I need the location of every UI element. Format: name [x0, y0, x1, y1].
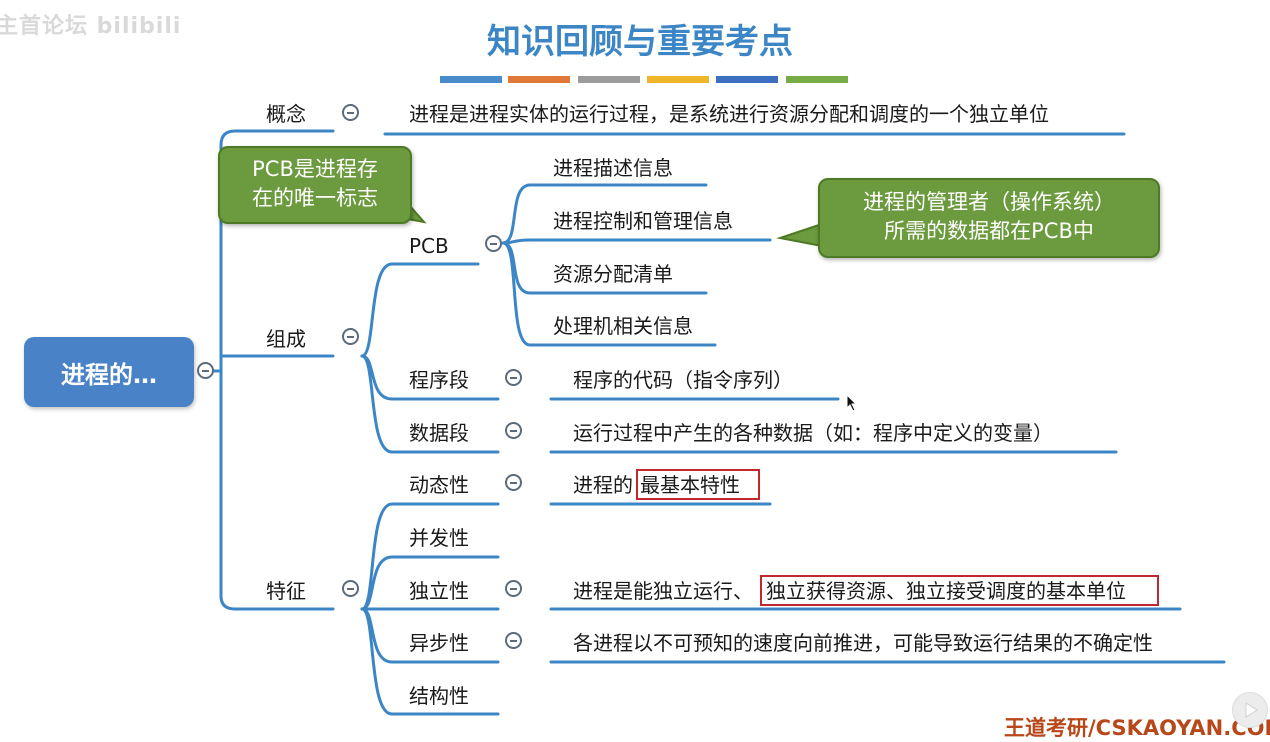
concept-label: 概念: [266, 102, 306, 126]
collapse-independence-icon[interactable]: [505, 580, 522, 597]
concurrency-label: 并发性: [409, 526, 469, 550]
collapse-features-icon[interactable]: [342, 580, 359, 597]
callout-pcb-flag-line2: 在的唯一标志: [252, 186, 378, 210]
collapse-dynamic-icon[interactable]: [505, 474, 522, 491]
title-bar-5: [716, 76, 778, 83]
data-label: 数据段: [409, 421, 469, 445]
callout-pcb-flag-line1: PCB是进程存: [252, 157, 378, 181]
independence-desc-highlight: 独立获得资源、独立接受调度的基本单位: [766, 579, 1126, 603]
features-label: 特征: [266, 579, 306, 603]
collapse-async-icon[interactable]: [505, 632, 522, 649]
collapse-program-icon[interactable]: [505, 369, 522, 386]
composition-label: 组成: [266, 327, 306, 351]
title-bar-1: [440, 76, 502, 83]
callout-os-data: 进程的管理者（操作系统） 所需的数据都在PCB中: [818, 178, 1160, 258]
root-node[interactable]: 进程的…: [24, 337, 194, 407]
collapse-data-icon[interactable]: [505, 422, 522, 439]
title-bar-2: [508, 76, 570, 83]
title-bar-4: [647, 76, 709, 83]
highlight-box-dynamic: [636, 469, 760, 500]
callout-os-data-line2: 所需的数据都在PCB中: [884, 219, 1094, 243]
callout-pointer-os: [776, 222, 823, 248]
callout-pcb-flag: PCB是进程存 在的唯一标志: [218, 146, 412, 224]
collapse-concept-icon[interactable]: [342, 104, 359, 121]
independence-desc-prefix: 进程是能独立运行、: [573, 579, 753, 603]
watermark: 主首论坛 bilibili: [0, 14, 182, 39]
collapse-root-icon[interactable]: [197, 362, 214, 379]
play-icon[interactable]: [1232, 692, 1268, 728]
dynamic-desc-highlight: 最基本特性: [640, 473, 740, 497]
mouse-cursor-icon: [846, 394, 858, 412]
pcb-item-1: 进程描述信息: [553, 156, 673, 180]
footer-brand: 王道考研/CSKAOYAN.COM: [1004, 716, 1270, 740]
pcb-label: PCB: [409, 234, 449, 258]
program-desc: 程序的代码（指令序列）: [573, 368, 793, 392]
collapse-pcb-icon[interactable]: [485, 235, 502, 252]
pcb-item-3: 资源分配清单: [553, 262, 673, 286]
highlight-box-independence: [760, 575, 1159, 606]
async-label: 异步性: [409, 631, 469, 655]
concept-desc: 进程是进程实体的运行过程，是系统进行资源分配和调度的一个独立单位: [409, 102, 1049, 126]
title-bar-6: [786, 76, 848, 83]
data-desc: 运行过程中产生的各种数据（如：程序中定义的变量）: [573, 421, 1053, 445]
pcb-item-2: 进程控制和管理信息: [553, 209, 733, 233]
collapse-composition-icon[interactable]: [342, 328, 359, 345]
dynamic-desc-prefix: 进程的: [573, 473, 633, 497]
structure-label: 结构性: [409, 684, 469, 708]
async-desc: 各进程以不可预知的速度向前推进，可能导致运行结果的不确定性: [573, 631, 1153, 655]
independence-label: 独立性: [409, 579, 469, 603]
callout-os-data-line1: 进程的管理者（操作系统）: [863, 190, 1115, 214]
title-bar-3: [578, 76, 640, 83]
program-label: 程序段: [409, 368, 469, 392]
dynamic-label: 动态性: [409, 473, 469, 497]
pcb-item-4: 处理机相关信息: [553, 314, 693, 338]
page-title: 知识回顾与重要考点: [487, 22, 793, 62]
